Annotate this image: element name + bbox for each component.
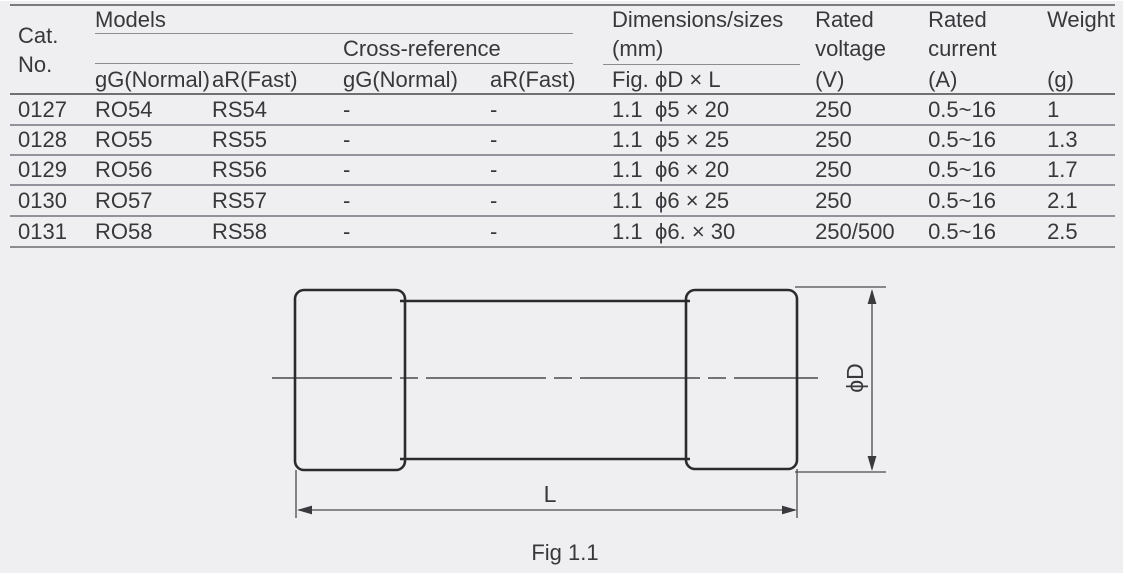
cell-xref-ar: - [490,157,498,182]
subheader-xref-ar: aR(Fast) [490,66,576,92]
cell-fig: 1.1 [612,97,643,122]
cell-xref-ar: - [490,187,498,213]
cross-reference-rule [95,63,573,64]
subheader-current-unit: (A) [928,66,958,92]
cell-model-gg: RO54 [95,97,153,122]
header-rated-voltage: Rated [815,6,874,32]
cell-xref-gg: - [343,127,351,152]
fuse-right-cap [684,288,799,471]
cell-current: 0.5~16 [928,157,996,182]
cell-xref-ar: - [490,127,498,152]
header-models: Models [95,6,166,32]
cell-cat: 0127 [18,97,67,122]
subheader-fig: Fig. [612,66,649,92]
row-divider [10,215,1115,217]
fuse-spec-table: Cat. No. Models Dimensions/sizes Rated R… [10,5,1115,247]
cell-weight: 1 [1047,97,1060,122]
cell-model-gg: RO58 [95,218,153,244]
cell-weight: 2.1 [1047,187,1078,213]
cell-current: 0.5~16 [928,127,996,152]
header-cat: Cat. [18,22,59,48]
dimensions-group-rule [603,64,800,65]
row-divider [10,124,1115,126]
cell-current: 0.5~16 [928,97,996,122]
cell-dxl: ϕ6 × 20 [655,157,730,182]
cell-voltage: 250 [815,97,852,122]
subheader-rule [10,93,1115,95]
cell-xref-ar: - [490,218,498,244]
cell-model-gg: RO57 [95,187,153,213]
cell-voltage: 250 [815,127,852,152]
diameter-label: ϕD [842,363,868,393]
cell-model-ar: RS56 [212,157,268,182]
subheader-models-ar: aR(Fast) [212,66,298,92]
cell-xref-gg: - [343,187,351,213]
cell-voltage: 250/500 [815,218,895,244]
cell-voltage: 250 [815,157,852,182]
models-group-rule [95,33,573,34]
header-no: No. [18,51,53,77]
cell-cat: 0131 [18,218,67,244]
header-cat-no: Cat. No. [10,5,87,95]
subheader-voltage-unit: (V) [815,66,845,92]
cell-model-ar: RS57 [212,187,268,213]
header-rated-current-2: current [928,36,997,61]
subheader-models-gg: gG(Normal) [95,66,210,92]
cell-fig: 1.1 [612,218,643,244]
cell-dxl: ϕ5 × 25 [655,127,730,152]
cell-model-gg: RO56 [95,157,153,182]
cell-dxl: ϕ6. × 30 [655,218,736,244]
cell-model-gg: RO55 [95,127,153,152]
header-dimensions-unit: (mm) [612,36,664,61]
header-weight: Weight [1047,6,1116,32]
subheader-weight-unit: (g) [1047,66,1074,92]
cell-cat: 0129 [18,157,67,182]
cell-model-ar: RS54 [212,97,268,122]
cell-weight: 1.7 [1047,157,1078,182]
subheader-dxl: ϕD × L [655,66,721,92]
diameter-dimension: ϕD [842,289,877,471]
table-bottom-rule [10,246,1115,248]
header-rated-voltage-2: voltage [815,36,887,61]
cell-model-ar: RS55 [212,127,268,152]
table-top-rule [10,4,1115,6]
cell-voltage: 250 [815,187,852,213]
cell-dxl: ϕ6 × 25 [655,187,730,213]
header-cross-reference: Cross-reference [343,36,501,61]
cell-xref-gg: - [343,157,351,182]
table-row: 0131 RO58 RS58 - - 1.1 ϕ6. × 30 250/500 … [10,216,1115,247]
cell-weight: 1.3 [1047,127,1078,152]
length-label: L [544,481,557,507]
length-dimension: L [297,481,797,515]
cell-cat: 0128 [18,127,67,152]
cell-dxl: ϕ5 × 20 [655,97,730,122]
cell-current: 0.5~16 [928,187,996,213]
table-row: 0130 RO57 RS57 - - 1.1 ϕ6 × 25 250 0.5~1… [10,185,1115,216]
cell-fig: 1.1 [612,187,643,213]
row-divider [10,154,1115,156]
table-row: 0128 RO55 RS55 - - 1.1 ϕ5 × 25 250 0.5~1… [10,125,1115,155]
figure-caption: Fig 1.1 [531,540,598,565]
cell-fig: 1.1 [612,157,643,182]
cell-xref-gg: - [343,218,351,244]
cell-xref-gg: - [343,97,351,122]
table-row: 0127 RO54 RS54 - - 1.1 ϕ5 × 20 250 0.5~1… [10,95,1115,125]
cell-model-ar: RS58 [212,218,268,244]
subheader-xref-gg: gG(Normal) [343,66,458,92]
header-rated-current: Rated [928,6,987,32]
table-row: 0129 RO56 RS56 - - 1.1 ϕ6 × 20 250 0.5~1… [10,155,1115,185]
cell-cat: 0130 [18,187,67,213]
cell-fig: 1.1 [612,127,643,152]
fuse-left-cap [293,288,407,472]
cell-weight: 2.5 [1047,218,1078,244]
header-dimensions: Dimensions/sizes [612,6,784,32]
row-divider [10,184,1115,186]
cell-xref-ar: - [490,97,498,122]
cell-current: 0.5~16 [928,218,996,244]
